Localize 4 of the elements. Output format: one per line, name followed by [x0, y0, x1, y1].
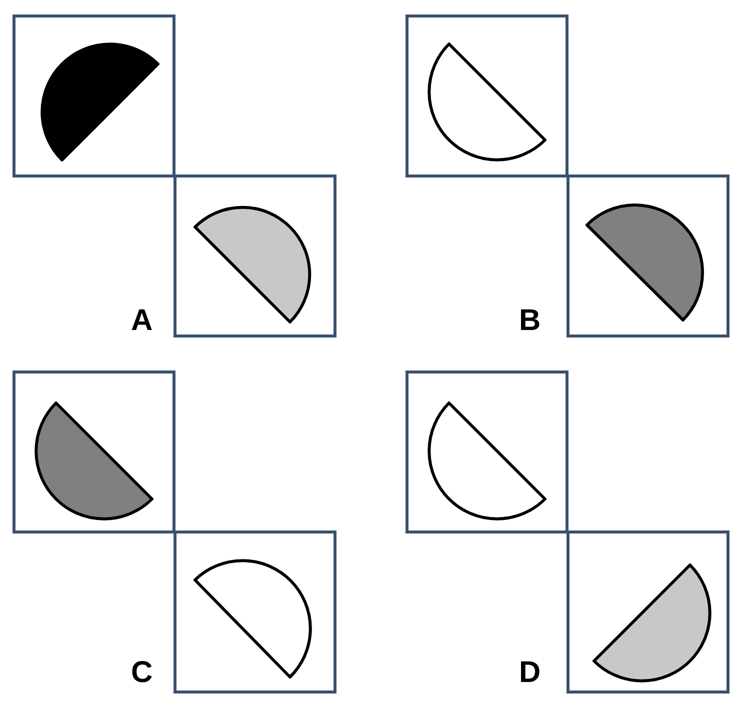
option-letter: C — [131, 658, 153, 688]
option-letter: A — [131, 306, 153, 336]
option-letter: B — [519, 306, 541, 336]
option-letter: D — [519, 658, 541, 688]
